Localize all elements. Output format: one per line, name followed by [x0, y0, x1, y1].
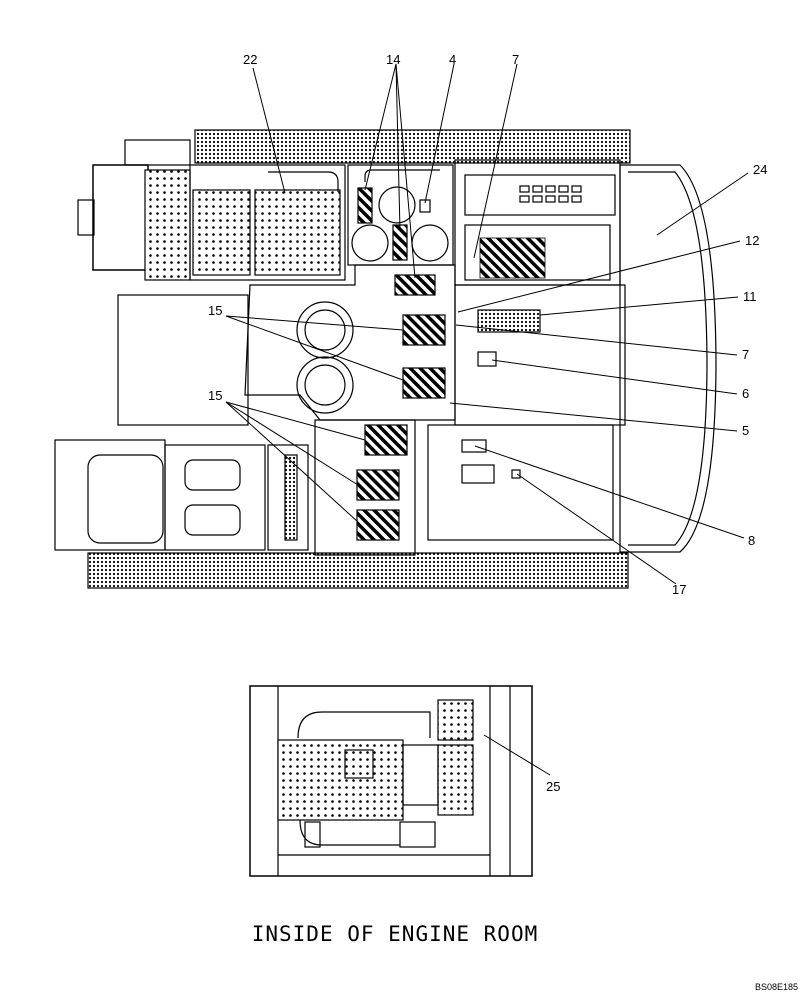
callout-15-upper: 15 [208, 303, 222, 318]
callout-24: 24 [753, 162, 767, 177]
callout-labels: 22 14 4 7 24 12 11 15 7 6 15 5 8 17 [208, 52, 767, 597]
top-deck-guard [194, 129, 631, 164]
callout-6: 6 [742, 386, 749, 401]
callout-15-lower: 15 [208, 388, 222, 403]
counterweight [619, 164, 717, 553]
drawing-code: BS08E185 [754, 982, 798, 992]
cab-seat [54, 439, 166, 551]
cooler-panel-1 [192, 189, 251, 276]
callout-14: 14 [386, 52, 400, 67]
callout-25: 25 [546, 779, 560, 794]
bottom-deck-guard [87, 552, 629, 589]
radiator-panel [144, 169, 191, 281]
callout-7-top: 7 [512, 52, 519, 67]
callout-17: 17 [672, 582, 686, 597]
callout-4: 4 [449, 52, 456, 67]
callout-12: 12 [745, 233, 759, 248]
diagram-caption: INSIDE OF ENGINE ROOM [251, 922, 539, 946]
callout-8: 8 [748, 533, 755, 548]
callout-22: 22 [243, 52, 257, 67]
lower-right-panel [427, 424, 614, 541]
control-keypad [519, 185, 582, 203]
callout-11: 11 [743, 289, 757, 304]
callout-7-right: 7 [742, 347, 749, 362]
callout-5: 5 [742, 423, 749, 438]
cooler-panel-2 [254, 189, 341, 276]
engine-room-inset [249, 685, 533, 877]
